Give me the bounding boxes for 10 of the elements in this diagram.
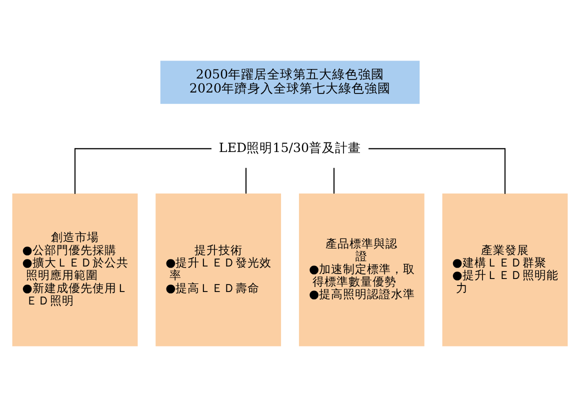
node-box: 創造市場 ●公部門優先採購 ●擴大ＬＥＤ於公共照明應用範圍 ●新建成優先使用ＬＥＤ照明: [12, 193, 138, 346]
node-box: 2050年躍居全球第五大綠色強國 2020年躋身入全球第七大綠色強國: [160, 60, 420, 104]
node-box: 產業發展 ●建構ＬＥＤ群聚 ●提升ＬＥＤ照明能力: [442, 193, 568, 346]
node-box: 提升技術 ●提升ＬＥＤ發光效率 ●提高ＬＥＤ壽命: [156, 193, 282, 346]
connector: [368, 148, 506, 194]
connector: [245, 168, 247, 194]
node-text: LED照明15/30普及計畫: [218, 140, 362, 155]
connector: [74, 148, 212, 194]
node-box: 產品標準與認證 ●加速制定標準，取得標準數量優勢 ●提高照明認證水準: [298, 193, 424, 346]
connector: [333, 168, 335, 194]
